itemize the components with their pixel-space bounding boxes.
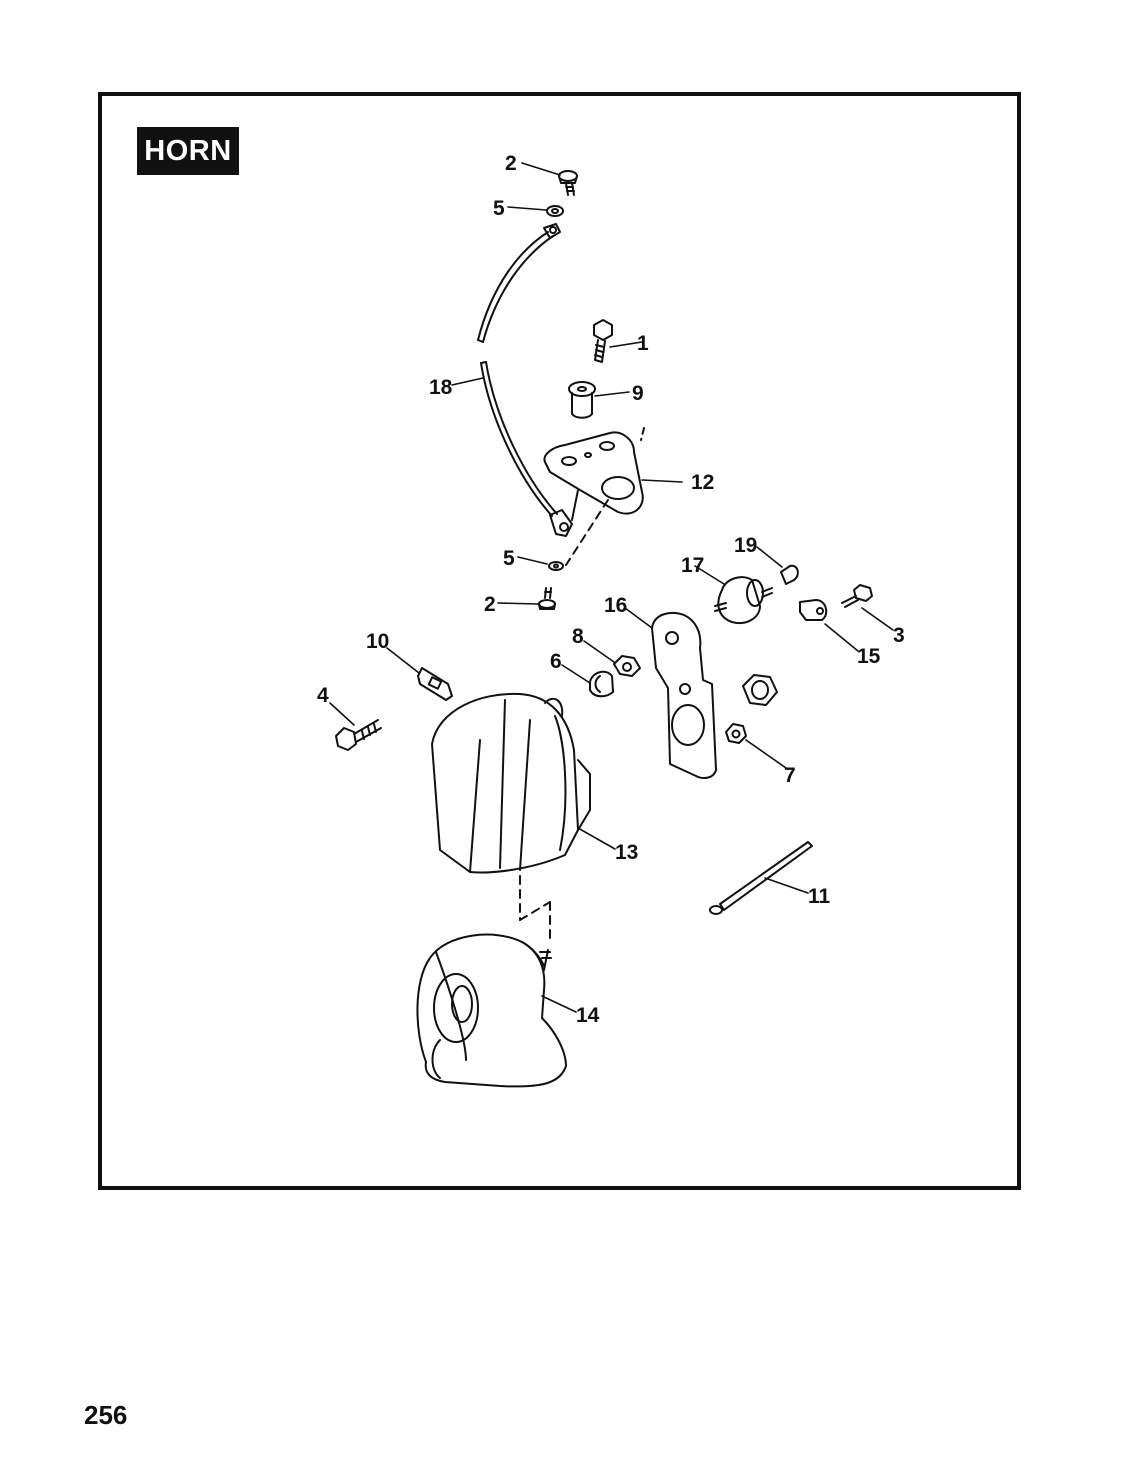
part-screw-bottom [538, 587, 556, 610]
part-bolt-top [593, 319, 613, 363]
part-cable-strap [709, 841, 813, 915]
part-screw-top [558, 170, 578, 196]
part-nut-8 [613, 655, 641, 677]
part-lockwasher-bottom [548, 561, 564, 571]
callout-4: 4 [317, 684, 329, 707]
callout-15: 15 [857, 645, 881, 668]
part-lockwasher-top [546, 205, 564, 217]
section-title-badge: HORN [137, 127, 239, 175]
callout-16: 16 [604, 594, 627, 617]
callout-10: 10 [366, 630, 389, 653]
callout-7: 7 [784, 764, 796, 787]
callout-11: 11 [808, 885, 831, 908]
callout-17: 17 [681, 554, 704, 577]
leader-lines [329, 162, 894, 1013]
part-cap [780, 564, 799, 585]
part-mounting-bracket [543, 427, 645, 566]
part-nut-7 [725, 723, 747, 744]
part-horn-cover [431, 692, 591, 941]
callout-5-bottom: 5 [503, 547, 515, 570]
diagram-frame [98, 92, 1021, 1190]
part-large-nut [742, 674, 778, 706]
callout-3: 3 [893, 624, 905, 647]
callout-14: 14 [576, 1004, 600, 1027]
callout-labels: 2 5 1 9 18 12 19 17 5 2 16 3 15 8 10 6 4… [317, 152, 905, 1027]
callout-18: 18 [429, 376, 453, 399]
part-bolt-left [335, 719, 382, 751]
part-spacer [568, 381, 596, 419]
part-clip-left [417, 667, 453, 701]
part-horn-bracket [651, 611, 717, 779]
callout-9: 9 [632, 382, 644, 405]
callout-8: 8 [572, 625, 584, 648]
part-acorn-nut [589, 670, 614, 698]
part-screw-right [841, 584, 873, 608]
part-horn [416, 933, 567, 1088]
callout-6: 6 [550, 650, 562, 673]
part-ground-wire [477, 223, 573, 537]
callout-2-bottom: 2 [484, 593, 496, 616]
callout-1: 1 [637, 332, 649, 355]
part-clip-right [799, 599, 828, 621]
part-rubber-mount [714, 576, 773, 624]
callout-19: 19 [734, 534, 757, 557]
callout-5-top: 5 [493, 197, 505, 220]
callout-13: 13 [615, 841, 638, 864]
page-number: 256 [84, 1400, 128, 1430]
callout-12: 12 [691, 471, 714, 494]
callout-2-top: 2 [505, 152, 517, 175]
